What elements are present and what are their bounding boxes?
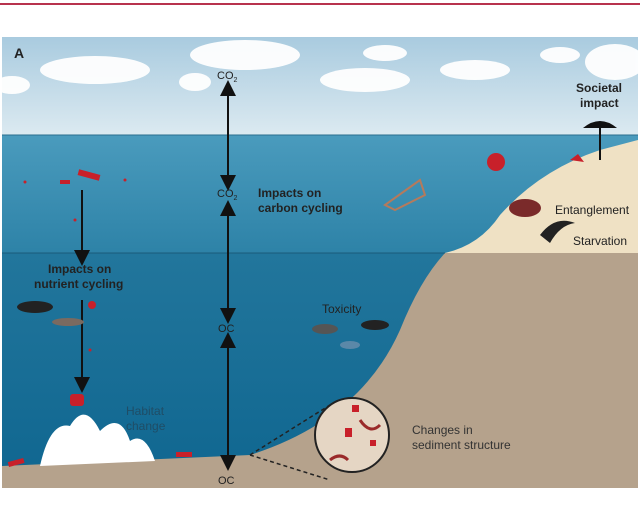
seafloor-sediment xyxy=(2,253,638,488)
panel-label: A xyxy=(14,45,24,61)
oc-bottom-label: OC xyxy=(218,475,235,487)
entanglement-label: Entanglement xyxy=(555,203,630,217)
umbrella xyxy=(583,121,617,160)
sky xyxy=(2,37,638,136)
seal xyxy=(509,199,541,217)
coral xyxy=(40,414,155,466)
sediment-label-1: Changes in xyxy=(412,423,473,437)
beach xyxy=(445,140,638,253)
societal-label-1: Societal xyxy=(576,81,622,95)
carbon-label-1: Impacts on xyxy=(258,186,321,200)
fishing-net xyxy=(383,178,427,212)
co2-mid-label: CO2 xyxy=(217,188,238,202)
oc-mid-label: OC xyxy=(218,323,235,335)
toxicity-label: Toxicity xyxy=(322,302,361,316)
zoom-lines xyxy=(249,404,331,481)
co2-top-label: CO2 xyxy=(217,70,238,84)
carbon-label-2: carbon cycling xyxy=(258,201,343,215)
header-rule xyxy=(0,3,640,5)
clouds xyxy=(0,40,640,94)
habitat-label-2: change xyxy=(126,419,166,433)
habitat-label-1: Habitat xyxy=(126,404,165,418)
starvation-label: Starvation xyxy=(573,234,627,248)
nutrient-label-1: Impacts on xyxy=(48,262,111,276)
societal-label-2: impact xyxy=(580,96,619,110)
plastic-debris xyxy=(7,153,584,467)
sediment-label-2: sediment structure xyxy=(412,438,511,452)
nutrient-label-2: nutrient cycling xyxy=(34,277,123,291)
fish xyxy=(17,220,575,349)
